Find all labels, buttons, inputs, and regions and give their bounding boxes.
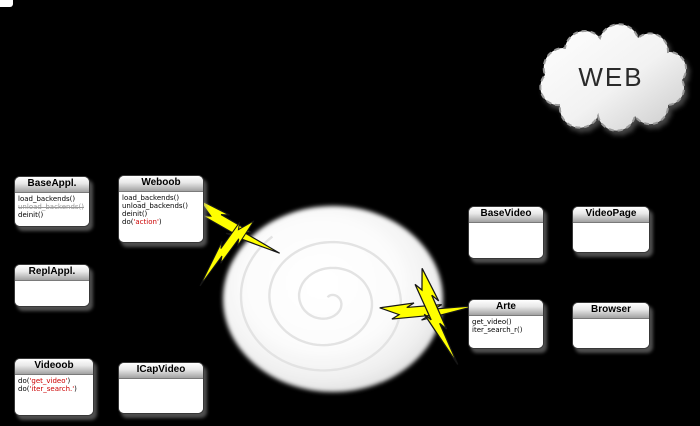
- method-text-segment: ): [158, 218, 162, 226]
- method-line: deinit(): [122, 210, 148, 218]
- spiral-blob: [223, 206, 443, 392]
- class-methods-replappl: [15, 281, 89, 306]
- class-title-browser: Browser: [573, 303, 649, 319]
- class-methods-videoob: do('get_video') do('iter_search.'): [15, 375, 93, 415]
- method-text-segment: ): [74, 385, 77, 393]
- class-title-videoob: Videoob: [15, 359, 93, 375]
- magic-spiral: [223, 206, 443, 392]
- class-title-videopage: VideoPage: [573, 207, 649, 223]
- method-text-segment: do(: [18, 385, 30, 393]
- class-methods-videopage: [573, 223, 649, 252]
- class-methods-icapvideo: [119, 379, 203, 413]
- class-box-icapvideo: ICapVideo: [118, 362, 204, 414]
- method-line: get_video(): [472, 318, 512, 326]
- class-title-baseappl: BaseAppl.: [15, 177, 89, 193]
- spiral-curve: [239, 235, 403, 372]
- class-methods-basevideo: [469, 223, 543, 258]
- class-box-videopage: VideoPage: [572, 206, 650, 253]
- method-line: unload_backends(): [18, 203, 85, 211]
- method-line: do('iter_search.'): [18, 385, 90, 393]
- web-cloud-label: WEB: [578, 62, 643, 92]
- method-line: do('action'): [122, 218, 200, 226]
- class-methods-browser: [573, 319, 649, 348]
- class-box-baseappl: BaseAppl. load_backends() unload_backend…: [14, 176, 90, 227]
- class-box-basevideo: BaseVideo: [468, 206, 544, 259]
- method-line: iter_search_r(): [472, 326, 523, 334]
- method-text-segment: 'get_video': [29, 377, 68, 385]
- method-line: deinit(): [18, 211, 44, 219]
- class-methods-weboob: load_backends() unload_backends() deinit…: [119, 192, 203, 242]
- method-text-segment: do(: [18, 377, 30, 385]
- method-line: unload_backends(): [122, 202, 189, 210]
- class-title-icapvideo: ICapVideo: [119, 363, 203, 379]
- method-text-segment: 'iter_search.': [29, 385, 75, 393]
- corner-artifact: [0, 0, 13, 7]
- class-box-arte: Arte get_video() iter_search_r(): [468, 299, 544, 349]
- method-line: do('get_video'): [18, 377, 90, 385]
- class-box-weboob: Weboob load_backends() unload_backends()…: [118, 175, 204, 243]
- class-methods-baseappl: load_backends() unload_backends() deinit…: [15, 193, 89, 226]
- method-line: load_backends(): [122, 194, 180, 202]
- class-box-replappl: ReplAppl.: [14, 264, 90, 307]
- method-line: load_backends(): [18, 195, 76, 203]
- method-text-segment: do(: [122, 218, 134, 226]
- class-title-weboob: Weboob: [119, 176, 203, 192]
- class-title-replappl: ReplAppl.: [15, 265, 89, 281]
- class-title-basevideo: BaseVideo: [469, 207, 543, 223]
- method-text-segment: 'action': [133, 218, 159, 226]
- class-box-browser: Browser: [572, 302, 650, 349]
- web-cloud: WEB: [539, 23, 688, 132]
- method-text-segment: ): [67, 377, 71, 385]
- class-title-arte: Arte: [469, 300, 543, 316]
- class-box-videoob: Videoob do('get_video') do('iter_search.…: [14, 358, 94, 416]
- web-cloud-shape: [539, 23, 688, 132]
- class-methods-arte: get_video() iter_search_r(): [469, 316, 543, 348]
